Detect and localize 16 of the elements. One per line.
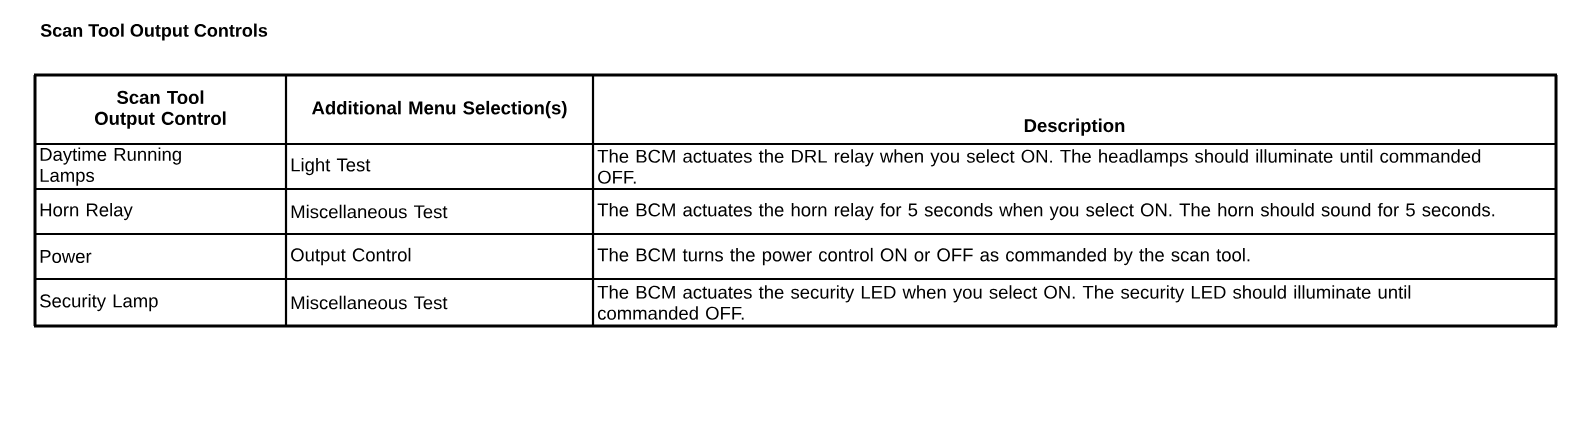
table-text: Security Lamp <box>40 293 158 312</box>
table-text: Light Test <box>291 157 371 176</box>
table-text: Daytime Running Lamps <box>40 147 181 186</box>
table-text: The BCM actuates the security LED when you select ON. The security LED should illuminate until commanded OFF. <box>597 285 1411 320</box>
table-text: The BCM turns the power control ON or OFF as commanded by the scan tool. <box>597 247 1250 266</box>
table-text: Miscellaneous Test <box>291 295 448 310</box>
table-text: The BCM actuates the DRL relay when you select ON. The headlamps should illuminate until commanded OFF. <box>597 149 1481 184</box>
table-text: Miscellaneous Test <box>291 204 448 219</box>
column-header: Description <box>1024 118 1125 136</box>
column-header: Scan Tool Output Control <box>95 90 226 129</box>
table-text: The BCM actuates the horn relay for 5 seconds when you select ON. The horn should sound for 5 seconds. <box>597 202 1495 221</box>
table-text: Output Control <box>291 247 411 266</box>
table-text: Power <box>40 250 92 263</box>
table-title: Scan Tool Output Controls <box>40 23 268 41</box>
table-text: Horn Relay <box>40 202 133 221</box>
column-header: Additional Menu Selection(s) <box>312 100 567 119</box>
